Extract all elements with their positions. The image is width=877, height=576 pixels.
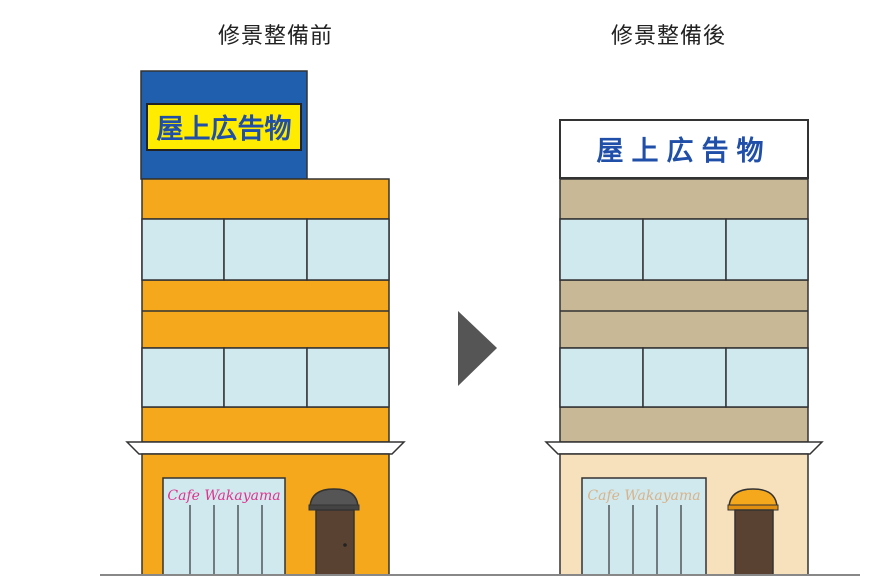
cornice-after: [544, 441, 824, 455]
door-before: [315, 509, 355, 576]
building-before: 屋上広告物: [125, 70, 406, 576]
building-after: 屋上広告物 Cafe: [544, 119, 824, 576]
shop-sign-before: Cafe Wakayama: [167, 488, 280, 504]
awning-before: [309, 488, 359, 508]
before-caption: 修景整備前: [218, 24, 334, 49]
awning-after: [728, 488, 778, 508]
shop-window-before: [162, 477, 286, 576]
cornice-before: [125, 441, 406, 455]
window-row-1-after: [559, 218, 809, 281]
window-row-2-after: [559, 347, 809, 408]
rooftop-sign-board-before: [146, 103, 302, 151]
shop-sign-after: Cafe Wakayama: [587, 488, 700, 504]
rooftop-sign-text-after: 屋上広告物: [597, 135, 772, 167]
door-after: [734, 509, 774, 576]
shop-window-after: [581, 477, 707, 576]
rooftop-sign-board-after: [559, 119, 809, 179]
window-row-1-before: [141, 218, 390, 281]
window-row-2-before: [141, 347, 390, 408]
after-caption: 修景整備後: [611, 24, 727, 49]
arrow-right-icon: [458, 311, 497, 386]
rooftop-sign-text-before: 屋上広告物: [157, 113, 292, 145]
